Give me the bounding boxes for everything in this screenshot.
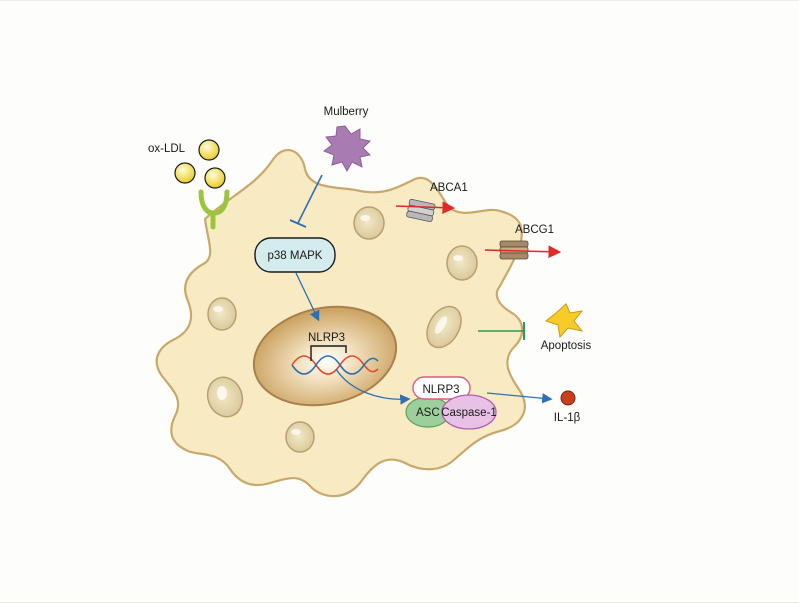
nlrp3-gene-label: NLRP3 — [308, 332, 345, 344]
lipid-vesicle — [446, 245, 478, 281]
lipid-vesicle — [353, 206, 385, 240]
p38-mapk-label: p38 MAPK — [268, 250, 323, 262]
caspase1-protein — [441, 394, 497, 430]
lipid-vesicle — [206, 376, 244, 418]
lipid-vesicle — [207, 297, 237, 331]
mulberry-label: Mulberry — [324, 106, 369, 118]
ox-ldl-particle — [174, 162, 196, 184]
p38-mapk-box — [254, 237, 336, 273]
apoptosis-label: Apoptosis — [541, 340, 592, 352]
il1b-label: IL-1β — [554, 412, 581, 424]
lipid-vesicle — [285, 421, 315, 453]
abca1-efflux-arrow — [395, 201, 456, 215]
nlrp3-protein-label: NLRP3 — [422, 384, 459, 396]
inflammasome-to-il1b-arrow — [486, 392, 553, 404]
il1b-particle — [560, 390, 576, 406]
abcg1-label: ABCG1 — [515, 224, 554, 236]
gene-to-inflammasome-arrow — [335, 368, 411, 405]
ox-ldl-particle — [204, 167, 226, 189]
inhibition-bar — [289, 219, 307, 228]
gene-promoter-marker — [310, 345, 347, 361]
ox-ldl-label: ox-LDL — [148, 143, 186, 155]
abca1-label: ABCA1 — [430, 182, 468, 194]
lipid-vesicle — [426, 305, 462, 349]
abcg1-efflux-arrow — [484, 245, 562, 259]
p38-to-nucleus-arrow — [295, 272, 320, 322]
asc-label: ASC — [416, 407, 440, 419]
apoptosis-icon — [544, 303, 584, 339]
caspase1-label: Caspase-1 — [441, 407, 497, 419]
mulberry-icon — [322, 125, 372, 173]
ldl-receptor-icon — [198, 189, 230, 230]
dna-helix — [291, 355, 379, 375]
nlrp3-protein-box — [412, 376, 471, 400]
ox-ldl-particle — [198, 139, 220, 161]
mulberry-inhibition-line — [297, 174, 323, 224]
